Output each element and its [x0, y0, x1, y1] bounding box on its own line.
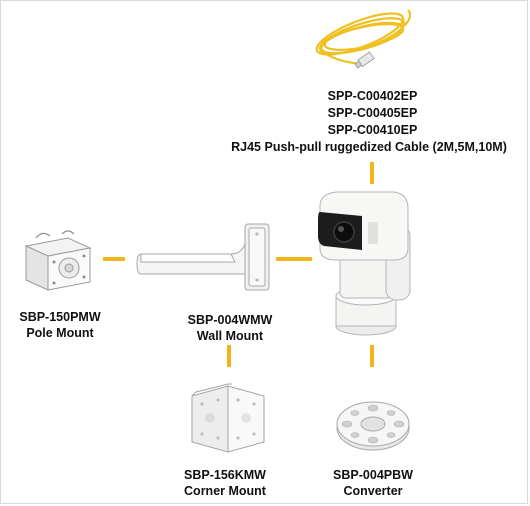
cable-image	[315, 9, 412, 69]
converter-image	[336, 401, 410, 451]
connector-wall-corner	[227, 345, 231, 367]
wall-mount-name: Wall Mount	[196, 329, 264, 343]
cable-model-3: SPP-C00410EP	[327, 123, 418, 137]
corner-mount-model: SBP-156KMW	[184, 468, 266, 482]
camera-image	[318, 191, 411, 336]
cable-model-1: SPP-C00402EP	[327, 89, 418, 103]
corner-mount-image	[191, 383, 265, 453]
connector-wall-camera	[276, 257, 312, 261]
connector-cable-camera	[370, 162, 374, 184]
cable-description: RJ45 Push-pull ruggedized Cable (2M,5M,1…	[231, 140, 507, 154]
pole-mount-image	[24, 230, 92, 291]
wall-mount-model: SBP-004WMW	[187, 313, 273, 327]
wall-mount-image	[136, 223, 270, 291]
connector-pole-wall	[103, 257, 125, 261]
converter-name: Converter	[343, 484, 403, 498]
cable-model-2: SPP-C00405EP	[327, 106, 418, 120]
corner-mount-name: Corner Mount	[184, 484, 266, 498]
converter-model: SBP-004PBW	[333, 468, 413, 482]
pole-mount-model: SBP-150PMW	[19, 310, 101, 324]
pole-mount-name: Pole Mount	[26, 326, 94, 340]
connector-camera-converter	[370, 345, 374, 367]
